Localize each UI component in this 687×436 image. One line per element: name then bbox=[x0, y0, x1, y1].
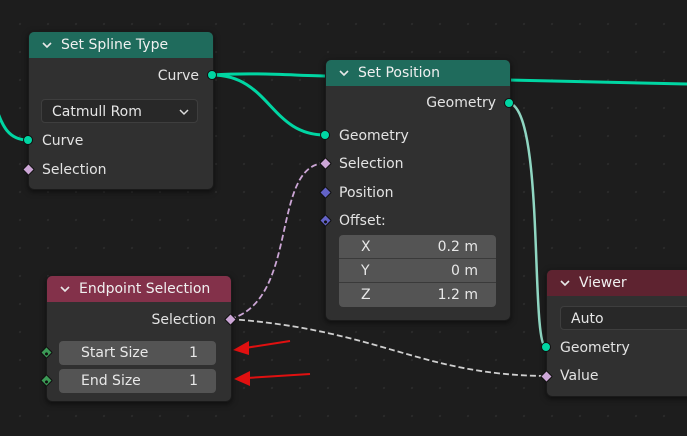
spline-type-dropdown[interactable]: Catmull Rom bbox=[41, 99, 198, 123]
socket-output-curve[interactable] bbox=[207, 70, 217, 80]
node-header[interactable]: Set Position bbox=[326, 60, 510, 86]
node-title: Set Position bbox=[358, 65, 440, 81]
end-size-field[interactable]: End Size 1 bbox=[59, 369, 216, 393]
chevron-down-icon[interactable] bbox=[559, 277, 571, 289]
input-geometry-label: Geometry bbox=[339, 128, 409, 144]
node-title: Set Spline Type bbox=[61, 37, 169, 53]
link-endpoint-to-viewer-value[interactable] bbox=[229, 318, 547, 377]
offset-y-field[interactable]: Y 0 m bbox=[339, 259, 496, 283]
annotation-arrow-end-size bbox=[234, 371, 311, 386]
chevron-down-icon[interactable] bbox=[41, 39, 53, 51]
socket-viewer-input-geometry[interactable] bbox=[541, 342, 551, 352]
node-set-position[interactable]: Set Position Geometry Geometry Selection… bbox=[325, 59, 511, 321]
start-size-label: Start Size bbox=[81, 345, 149, 361]
chevron-down-icon[interactable] bbox=[59, 283, 71, 295]
input-selection-label: Selection bbox=[42, 162, 107, 178]
input-position-label: Position bbox=[339, 185, 394, 201]
offset-x-label: X bbox=[361, 239, 371, 255]
link-curve-to-offscreen[interactable] bbox=[211, 72, 331, 78]
input-offset-label: Offset: bbox=[339, 213, 386, 229]
input-curve-label: Curve bbox=[42, 133, 84, 149]
offset-y-value: 0 m bbox=[451, 263, 478, 279]
link-curve-to-set-position[interactable] bbox=[211, 73, 326, 137]
offset-y-label: Y bbox=[361, 263, 370, 279]
socket-input-curve[interactable] bbox=[23, 135, 33, 145]
node-endpoint-selection[interactable]: Endpoint Selection Selection Start Size … bbox=[46, 275, 232, 402]
offset-vector-fields: X 0.2 m Y 0 m Z 1.2 m bbox=[339, 235, 496, 307]
link-set-position-to-viewer[interactable] bbox=[508, 101, 548, 349]
input-value-label: Value bbox=[560, 368, 599, 384]
input-selection-label: Selection bbox=[339, 156, 404, 172]
offset-z-field[interactable]: Z 1.2 m bbox=[339, 283, 496, 307]
offset-x-field[interactable]: X 0.2 m bbox=[339, 235, 496, 259]
node-header[interactable]: Endpoint Selection bbox=[47, 276, 231, 302]
link-endpoint-to-selection[interactable] bbox=[229, 162, 326, 320]
chevron-down-icon bbox=[179, 109, 189, 116]
chevron-down-icon[interactable] bbox=[338, 67, 350, 79]
node-viewer[interactable]: Viewer Auto Geometry Value bbox=[546, 269, 687, 397]
end-size-label: End Size bbox=[81, 373, 141, 389]
socket-input-geometry[interactable] bbox=[320, 130, 330, 140]
output-selection-label: Selection bbox=[151, 312, 216, 328]
viewer-domain-dropdown[interactable]: Auto bbox=[560, 306, 687, 330]
node-title: Viewer bbox=[579, 275, 627, 291]
spline-type-value: Catmull Rom bbox=[52, 104, 142, 120]
annotation-arrow-start-size bbox=[233, 340, 291, 355]
end-size-value: 1 bbox=[189, 373, 198, 389]
node-header[interactable]: Set Spline Type bbox=[29, 32, 213, 58]
start-size-field[interactable]: Start Size 1 bbox=[59, 341, 216, 365]
input-geometry-label: Geometry bbox=[560, 340, 630, 356]
link-geometry-offscreen-right[interactable] bbox=[507, 78, 687, 86]
offset-z-value: 1.2 m bbox=[437, 287, 478, 303]
node-title: Endpoint Selection bbox=[79, 281, 211, 297]
output-curve-label: Curve bbox=[157, 68, 199, 84]
output-geometry-label: Geometry bbox=[426, 95, 496, 111]
node-set-spline-type[interactable]: Set Spline Type Curve Catmull Rom Curve … bbox=[28, 31, 214, 190]
viewer-domain-value: Auto bbox=[571, 311, 604, 327]
node-header[interactable]: Viewer bbox=[547, 270, 687, 296]
link-incoming-curve[interactable] bbox=[0, 95, 29, 142]
offset-z-label: Z bbox=[361, 287, 371, 303]
socket-output-geometry[interactable] bbox=[504, 98, 514, 108]
start-size-value: 1 bbox=[189, 345, 198, 361]
offset-x-value: 0.2 m bbox=[437, 239, 478, 255]
